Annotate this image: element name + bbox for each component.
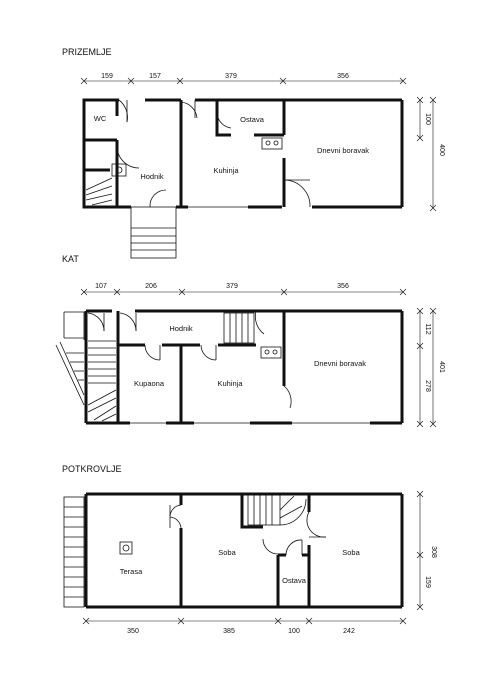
first-dim-right-2: 401 (438, 361, 445, 373)
ground-entrance-steps (130, 206, 177, 259)
attic-dim-4: 242 (343, 628, 355, 635)
ground-dim-2: 157 (149, 73, 161, 80)
attic-floor-plan: POTKROVLJE (62, 464, 437, 635)
ground-stairs (85, 177, 113, 206)
attic-dim-2: 385 (223, 628, 235, 635)
first-room-kitchen: Kuhinja (217, 379, 243, 388)
attic-dim-right-1: 308 (430, 546, 437, 558)
attic-dim-1: 350 (127, 628, 139, 635)
first-floor-title: KAT (62, 254, 79, 264)
ground-walls (82, 98, 404, 209)
first-dim-2: 206 (145, 283, 157, 290)
first-room-living: Dnevni boravak (314, 359, 366, 368)
first-doors (87, 310, 292, 409)
first-dim-4: 356 (337, 283, 349, 290)
attic-exterior-stairs (63, 496, 85, 608)
attic-room-terrace: Terasa (120, 567, 143, 576)
first-sink (260, 346, 282, 359)
ground-room-hallway: Hodnik (140, 172, 164, 181)
attic-room-right: Soba (342, 548, 360, 557)
ground-dim-right-2: 400 (438, 144, 445, 156)
first-dim-3: 379 (226, 283, 238, 290)
ground-room-wc: WC (94, 114, 107, 123)
ground-right-dimensions: 100 400 (416, 96, 445, 212)
ground-chimney (111, 163, 127, 177)
ground-room-kitchen: Kuhinja (213, 166, 239, 175)
attic-room-left: Soba (218, 548, 236, 557)
ground-floor-title: PRIZEMLJE (62, 47, 112, 57)
first-exterior-stairs (55, 311, 85, 406)
first-room-hallway: Hodnik (169, 324, 193, 333)
attic-right-dimensions: 308 159 (416, 490, 437, 611)
first-room-bathroom: Kupaona (134, 379, 165, 388)
attic-bottom-dimensions: 350 385 100 242 (82, 617, 407, 635)
ground-sink (261, 137, 283, 150)
first-walls (84, 309, 404, 425)
ground-top-dimensions: 159 157 379 356 (80, 73, 407, 85)
ground-room-living: Dnevni boravak (317, 146, 369, 155)
ground-dim-4: 356 (337, 73, 349, 80)
first-dim-right-1: 112 (424, 323, 431, 334)
attic-dim-3: 100 (288, 628, 300, 635)
first-top-dimensions: 107 206 379 356 (80, 283, 407, 296)
first-stairs (87, 312, 255, 422)
ground-floor-plan: PRIZEMLJE 159 157 379 356 (62, 47, 445, 259)
attic-chimney (119, 541, 133, 555)
ground-dim-3: 379 (225, 73, 237, 80)
ground-dim-1: 159 (101, 73, 113, 80)
first-dim-1: 107 (95, 283, 107, 290)
attic-floor-title: POTKROVLJE (62, 464, 122, 474)
first-dim-right-3: 278 (424, 380, 431, 392)
ground-doors (116, 99, 311, 208)
first-floor-plan: KAT 107 206 379 356 (55, 254, 445, 428)
ground-room-pantry: Ostava (240, 115, 265, 124)
attic-room-pantry: Ostava (282, 576, 307, 585)
attic-dim-right-2: 159 (424, 576, 431, 588)
attic-doors (169, 504, 327, 556)
attic-stairs (247, 493, 307, 526)
first-right-dimensions: 112 401 278 (416, 307, 445, 428)
ground-dim-right-1: 100 (424, 113, 431, 125)
attic-walls (84, 492, 404, 609)
